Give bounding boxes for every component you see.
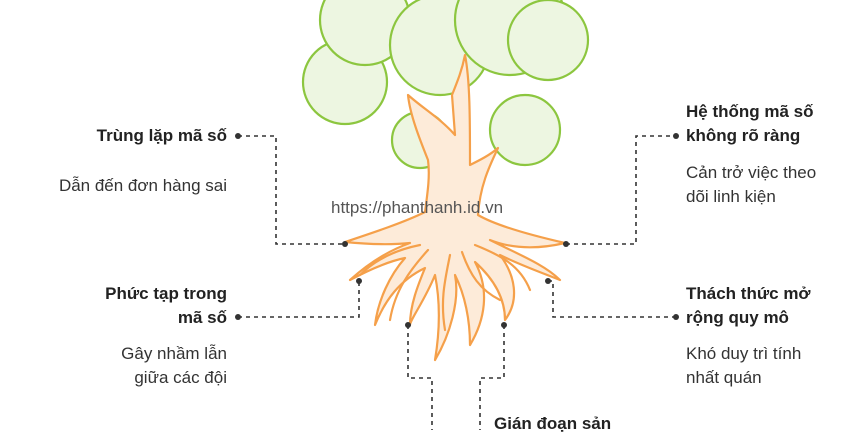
node-title: Trùng lặp mã số (96, 126, 227, 145)
node-desc-line-1: Cản trở việc theo (686, 163, 817, 182)
watermark-url: https://phanthanh.id.vn (331, 198, 504, 217)
node-mid-left: Phức tạp trong mã số (105, 282, 227, 330)
node-mid-right: Thách thức mở rộng quy mô (686, 282, 811, 330)
node-title-line-1: Thách thức mở (686, 284, 811, 303)
node-title-line-1: Phức tạp trong (105, 284, 227, 303)
node-title-line-2: không rõ ràng (686, 126, 801, 145)
node-bottom-title: Gián đoạn sản (494, 414, 612, 433)
node-desc-line-2: nhất quán (686, 368, 762, 387)
tree-trunk (343, 53, 567, 362)
node-desc-line-1: Gây nhầm lẫn (121, 344, 227, 363)
node-title-line-2: mã số (177, 308, 227, 327)
node-top-right-desc: Cản trở việc theo dõi linh kiện (686, 161, 816, 209)
connector-dots (235, 133, 679, 328)
node-desc-line-2: dõi linh kiện (686, 187, 776, 206)
node-top-right: Hệ thống mã số không rõ ràng (686, 100, 814, 148)
node-mid-left-desc: Gây nhầm lẫn giữa các đội (121, 342, 227, 390)
node-desc-line-1: Khó duy trì tính (686, 344, 802, 363)
node-top-left-desc: Dẫn đến đơn hàng sai (58, 176, 227, 195)
node-desc-line-2: giữa các đội (134, 368, 227, 387)
node-title-line-2: rộng quy mô (686, 308, 789, 327)
node-title-line-1: Hệ thống mã số (686, 102, 814, 121)
node-mid-right-desc: Khó duy trì tính nhất quán (686, 342, 801, 390)
node-top-left: Trùng lặp mã số (97, 124, 227, 148)
